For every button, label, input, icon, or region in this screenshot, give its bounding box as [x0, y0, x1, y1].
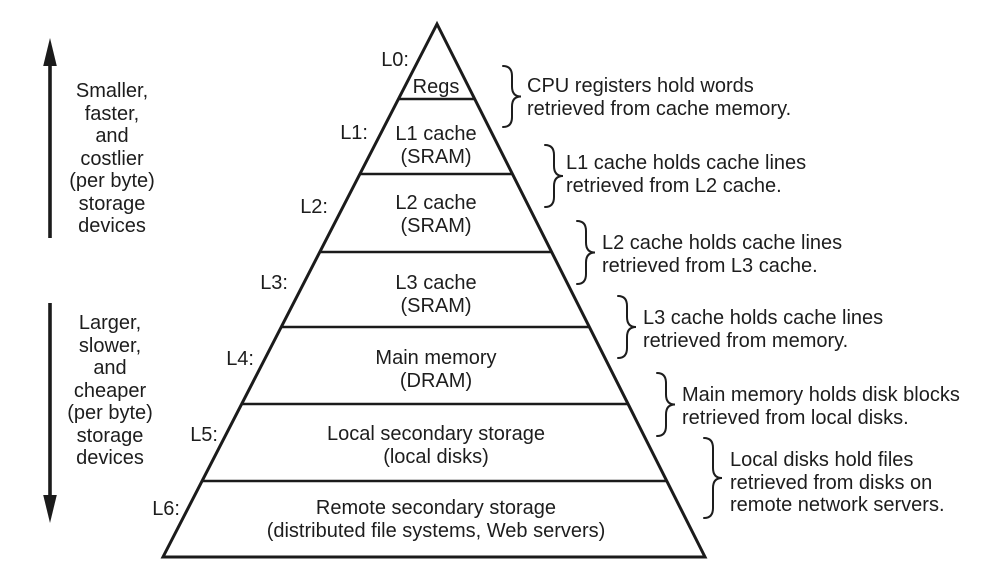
level-id-l0: L0:: [381, 49, 409, 71]
level-label-l3: L3 cache (SRAM): [395, 272, 477, 317]
curly-brace-icon: [544, 144, 564, 208]
pyramid-outline: [160, 20, 708, 559]
larger-slower-cheaper-label: Larger, slower, and cheaper (per byte) s…: [67, 312, 153, 469]
level-label-l4: Main memory (DRAM): [375, 347, 497, 392]
curly-brace-icon: [656, 372, 676, 437]
down-arrow-icon: [43, 303, 57, 523]
annotation-l0-registers: CPU registers hold words retrieved from …: [527, 75, 792, 120]
level-label-l1: L1 cache (SRAM): [395, 123, 477, 168]
level-id-l4: L4:: [226, 348, 254, 370]
annotation-l1-cache: L1 cache holds cache lines retrieved fro…: [566, 152, 807, 197]
smaller-faster-costlier-label: Smaller, faster, and costlier (per byte)…: [69, 80, 155, 237]
curly-brace-icon: [703, 437, 723, 519]
annotation-l4-main-memory: Main memory holds disk blocks retrieved …: [682, 384, 960, 429]
level-id-l5: L5:: [190, 424, 218, 446]
curly-brace-icon: [576, 220, 596, 285]
annotation-l5-local-disks: Local disks hold files retrieved from di…: [730, 449, 945, 516]
annotation-l3-cache: L3 cache holds cache lines retrieved fro…: [643, 307, 884, 352]
level-id-l3: L3:: [260, 272, 288, 294]
level-id-l1: L1:: [340, 122, 368, 144]
level-label-l6: Remote secondary storage (distributed fi…: [266, 497, 606, 542]
level-label-l2: L2 cache (SRAM): [395, 192, 477, 237]
level-label-l5: Local secondary storage (local disks): [327, 423, 545, 468]
level-id-l6: L6:: [152, 498, 180, 520]
level-label-l0: Regs: [412, 76, 460, 98]
curly-brace-icon: [502, 65, 522, 128]
curly-brace-icon: [617, 295, 637, 359]
up-arrow-icon: [43, 38, 57, 238]
level-id-l2: L2:: [300, 196, 328, 218]
annotation-l2-cache: L2 cache holds cache lines retrieved fro…: [602, 232, 843, 277]
